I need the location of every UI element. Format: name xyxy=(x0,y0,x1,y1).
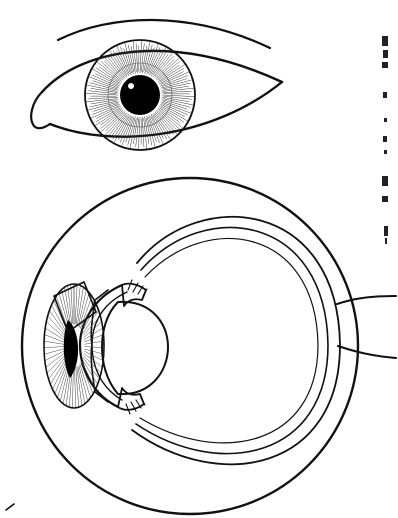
retina-layer xyxy=(136,228,328,454)
iris-fiber xyxy=(88,97,118,99)
section-iris-fiber xyxy=(44,349,63,354)
iris-fiber xyxy=(93,103,118,111)
section-iris-fiber xyxy=(77,367,82,406)
section-iris-fiber xyxy=(84,349,103,354)
optic-nerve xyxy=(338,346,396,358)
section-iris-fiber xyxy=(85,341,104,344)
pupil xyxy=(120,75,160,115)
iris-fiber xyxy=(136,119,139,147)
label-glyph-mark xyxy=(384,150,387,154)
iris-fiber xyxy=(144,118,147,148)
label-glyph-mark xyxy=(385,238,387,244)
section-iris-fiber xyxy=(76,367,79,407)
section-iris-fiber xyxy=(84,335,103,343)
section-iris-fiber xyxy=(46,322,64,338)
label-glyph-mark xyxy=(382,196,388,202)
choroid-layer xyxy=(132,217,340,465)
section-iris-fiber xyxy=(44,341,63,344)
corner-mark xyxy=(6,504,14,510)
label-glyph-mark xyxy=(384,226,388,236)
lens xyxy=(102,302,168,394)
iris-fiber xyxy=(88,91,116,94)
label-glyph-mark xyxy=(383,136,387,142)
label-glyph-mark xyxy=(383,50,388,58)
iris-fiber xyxy=(162,91,192,93)
iris-fiber xyxy=(163,88,193,91)
section-iris-fiber xyxy=(45,335,64,343)
iris-fiber xyxy=(86,99,116,102)
iris-fiber xyxy=(164,96,192,99)
section-iris-fiber xyxy=(75,368,76,408)
section-iris-fiber xyxy=(49,358,66,379)
iris-fiber xyxy=(141,43,144,71)
inner-corner xyxy=(31,92,50,128)
external-eye-view xyxy=(31,20,282,150)
iris-fiber xyxy=(162,79,187,87)
iris-fiber xyxy=(142,117,144,147)
label-glyph-mark xyxy=(382,176,388,186)
eye-cross-section xyxy=(6,178,396,514)
rotated-label-glyphs xyxy=(382,36,388,244)
section-iris-fiber xyxy=(44,347,64,348)
optic-nerve xyxy=(337,296,396,304)
iris-fiber xyxy=(133,41,136,71)
label-glyph-mark xyxy=(384,118,387,122)
label-glyph-mark xyxy=(382,62,388,68)
label-glyph-mark xyxy=(383,92,387,98)
iris-fiber xyxy=(136,43,138,73)
lid-crease-line xyxy=(58,20,270,48)
section-iris-fiber xyxy=(45,328,64,340)
pupil-highlight xyxy=(128,83,134,89)
iris-fiber xyxy=(148,117,156,142)
label-glyph-mark xyxy=(382,36,388,46)
